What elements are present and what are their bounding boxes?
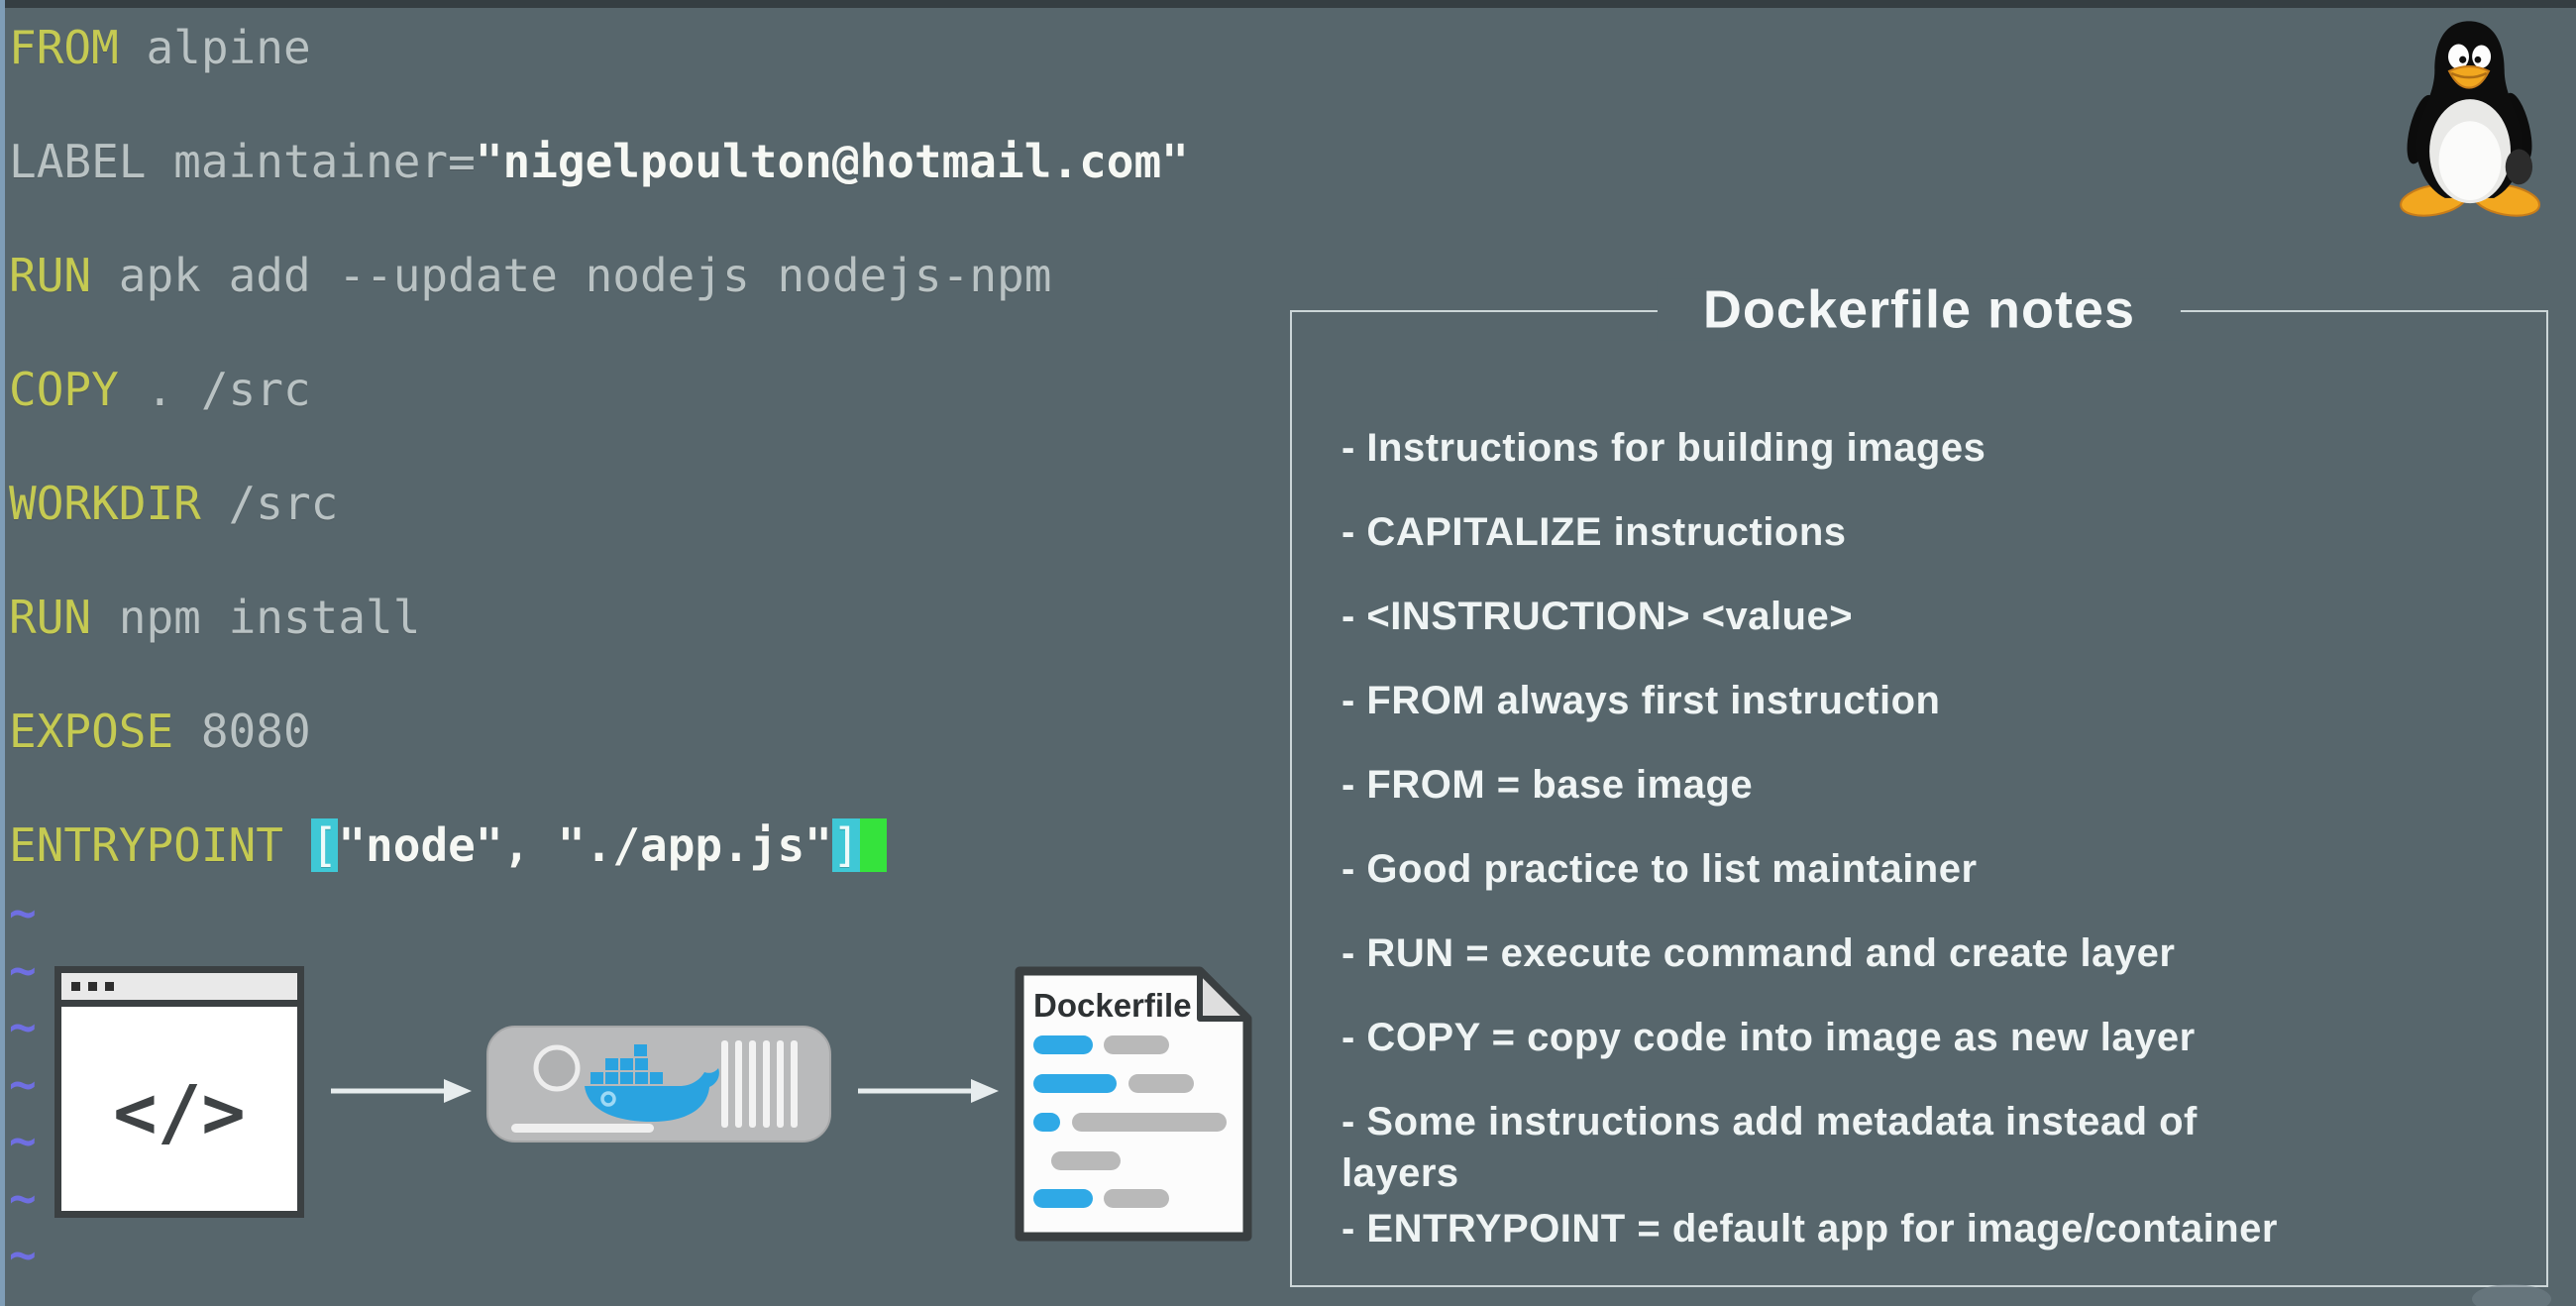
video-artifact: [2472, 1284, 2551, 1306]
code-segment: /src: [200, 477, 339, 530]
code-line: RUN apk add --update nodejs nodejs-npm: [9, 248, 1051, 304]
code-segment: EXPOSE: [9, 705, 174, 758]
server-slot: [511, 1124, 654, 1133]
terminal-left-edge: [0, 0, 5, 1306]
code-segment: apk add --update nodejs nodejs-npm: [91, 249, 1052, 302]
note-line: - Some instructions add metadata instead…: [1342, 1100, 2198, 1143]
note-item: - FROM always first instruction: [1342, 675, 2278, 726]
code-window-icon: </>: [54, 966, 304, 1218]
code-segment: WORKDIR: [9, 477, 201, 530]
note-item: - <INSTRUCTION> <value>: [1342, 591, 2278, 642]
note-line: - <INSTRUCTION> <value>: [1342, 595, 1854, 638]
note-line: - Good practice to list maintainer: [1342, 847, 1978, 891]
code-segment: ENTRYPOINT: [9, 818, 283, 872]
vim-cursor-block: [859, 818, 888, 872]
note-line: - ENTRYPOINT = default app for image/con…: [1342, 1207, 2278, 1251]
terminal-top-edge: [0, 0, 2576, 8]
code-segment: COPY: [9, 363, 119, 416]
note-item: - RUN = execute command and create layer: [1342, 927, 2278, 979]
code-line: WORKDIR /src: [9, 476, 338, 532]
note-line: - FROM = base image: [1342, 763, 1754, 807]
code-segment: RUN: [9, 591, 92, 644]
code-segment: npm install: [91, 591, 421, 644]
notes-panel: Dockerfile notes - Instructions for buil…: [1290, 278, 2548, 1287]
code-segment: [283, 818, 311, 872]
empty-line-tilde: ~: [9, 1228, 37, 1281]
document-code-bars: [1033, 1035, 1227, 1208]
note-item: - FROM = base image: [1342, 759, 2278, 811]
code-segment: "node", "./app.js": [338, 818, 832, 872]
note-line: - Instructions for building images: [1342, 426, 1986, 470]
code-segment: "nigelpoulton@hotmail.com": [475, 135, 1189, 188]
code-symbol: </>: [113, 1069, 246, 1155]
code-line: EXPOSE 8080: [9, 704, 311, 760]
code-line: RUN npm install: [9, 590, 420, 646]
server-light: [533, 1044, 581, 1092]
note-line: - COPY = copy code into image as new lay…: [1342, 1016, 2196, 1059]
note-item: - Some instructions add metadata instead…: [1342, 1096, 2278, 1199]
right-arrow-icon: [858, 1079, 999, 1103]
note-item: - Instructions for building images: [1342, 422, 2278, 474]
empty-line-tilde: ~: [9, 1114, 37, 1167]
code-segment: . /src: [118, 363, 311, 416]
note-line: - CAPITALIZE instructions: [1342, 510, 1847, 554]
document-title: Dockerfile: [1033, 987, 1192, 1024]
dockerfile-document-icon: Dockerfile: [1015, 966, 1252, 1242]
code-segment: ]: [831, 818, 860, 872]
empty-line-tilde: ~: [9, 1170, 37, 1225]
empty-line-tilde: ~: [9, 942, 37, 997]
note-item: - COPY = copy code into image as new lay…: [1342, 1012, 2278, 1063]
empty-line-tilde: ~: [9, 1056, 37, 1111]
docker-server-icon: [486, 1026, 831, 1143]
code-segment: 8080: [173, 705, 311, 758]
code-window-titlebar: [61, 973, 297, 1007]
window-dot-icon: [88, 982, 97, 991]
code-segment: FROM: [9, 21, 119, 74]
note-item: - ENTRYPOINT = default app for image/con…: [1342, 1203, 2278, 1254]
empty-line-tilde: ~: [9, 886, 37, 939]
note-line: - FROM always first instruction: [1342, 679, 1941, 722]
code-segment: alpine: [118, 21, 311, 74]
tux-linux-icon: [2400, 21, 2541, 217]
code-segment: RUN: [9, 249, 92, 302]
notes-list: - Instructions for building images - CAPI…: [1342, 422, 2278, 1287]
code-segment: LABEL maintainer=: [9, 135, 476, 188]
note-item: - CAPITALIZE instructions: [1342, 506, 2278, 558]
code-line: LABEL maintainer="nigelpoulton@hotmail.c…: [9, 134, 1189, 190]
note-line: - RUN = execute command and create layer: [1342, 931, 2176, 975]
window-dot-icon: [71, 982, 80, 991]
empty-line-tilde: ~: [9, 1000, 37, 1053]
code-line: COPY . /src: [9, 362, 311, 418]
code-line: FROM alpine: [9, 20, 311, 76]
docker-whale-icon: [585, 1044, 719, 1122]
window-dot-icon: [105, 982, 114, 991]
code-line: ENTRYPOINT ["node", "./app.js"]: [9, 817, 888, 874]
note-line: layers: [1342, 1151, 1459, 1195]
right-arrow-icon: [331, 1079, 472, 1103]
code-segment: [: [310, 818, 339, 872]
note-item: - Good practice to list maintainer: [1342, 843, 2278, 895]
server-vents: [721, 1040, 798, 1128]
notes-panel-title: Dockerfile notes: [1657, 278, 2182, 341]
